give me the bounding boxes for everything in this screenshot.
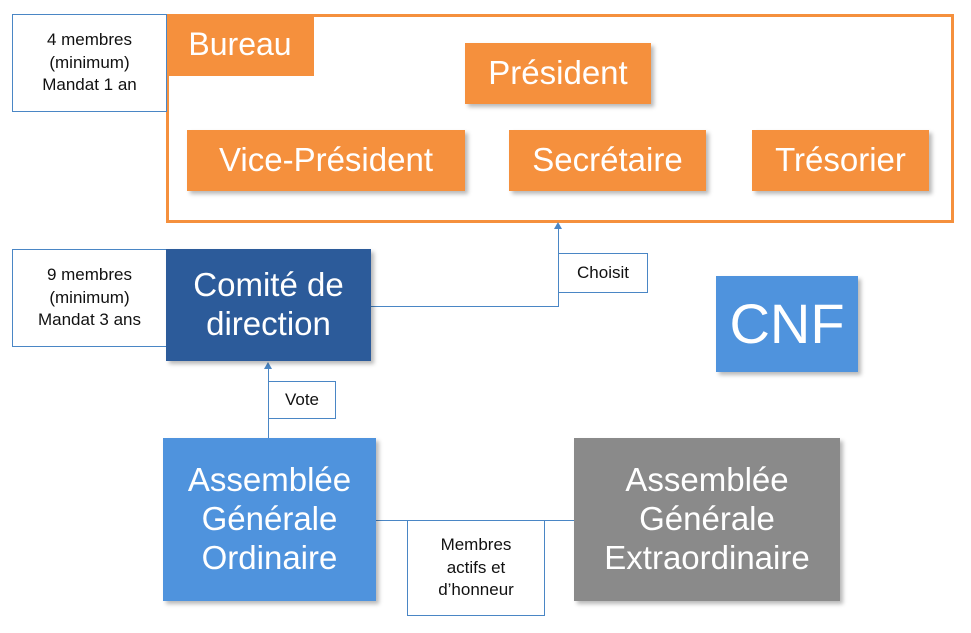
arrowhead-to-bureau	[554, 222, 562, 229]
bureau-title: Bureau	[166, 14, 314, 76]
assemblee-generale-extraordinaire-box: Assemblée Générale Extraordinaire	[574, 438, 840, 601]
membres-actifs-honneur-label: Membres actifs et d’honneur	[407, 520, 545, 616]
arrowhead-to-comite	[264, 362, 272, 369]
bureau-membership-note: 4 membres (minimum) Mandat 1 an	[12, 14, 167, 112]
connector-comite-to-bureau-h	[371, 306, 559, 307]
comite-direction-box: Comité de direction	[166, 249, 371, 361]
cnf-box: CNF	[716, 276, 858, 372]
vice-president-box: Vice-Président	[187, 130, 465, 191]
vote-label: Vote	[268, 381, 336, 419]
bureau-frame	[166, 14, 954, 223]
assemblee-generale-ordinaire-box: Assemblée Générale Ordinaire	[163, 438, 376, 601]
comite-membership-note: 9 membres (minimum) Mandat 3 ans	[12, 249, 167, 347]
president-box: Président	[465, 43, 651, 104]
tresorier-box: Trésorier	[752, 130, 929, 191]
choisit-label: Choisit	[558, 253, 648, 293]
secretaire-box: Secrétaire	[509, 130, 706, 191]
